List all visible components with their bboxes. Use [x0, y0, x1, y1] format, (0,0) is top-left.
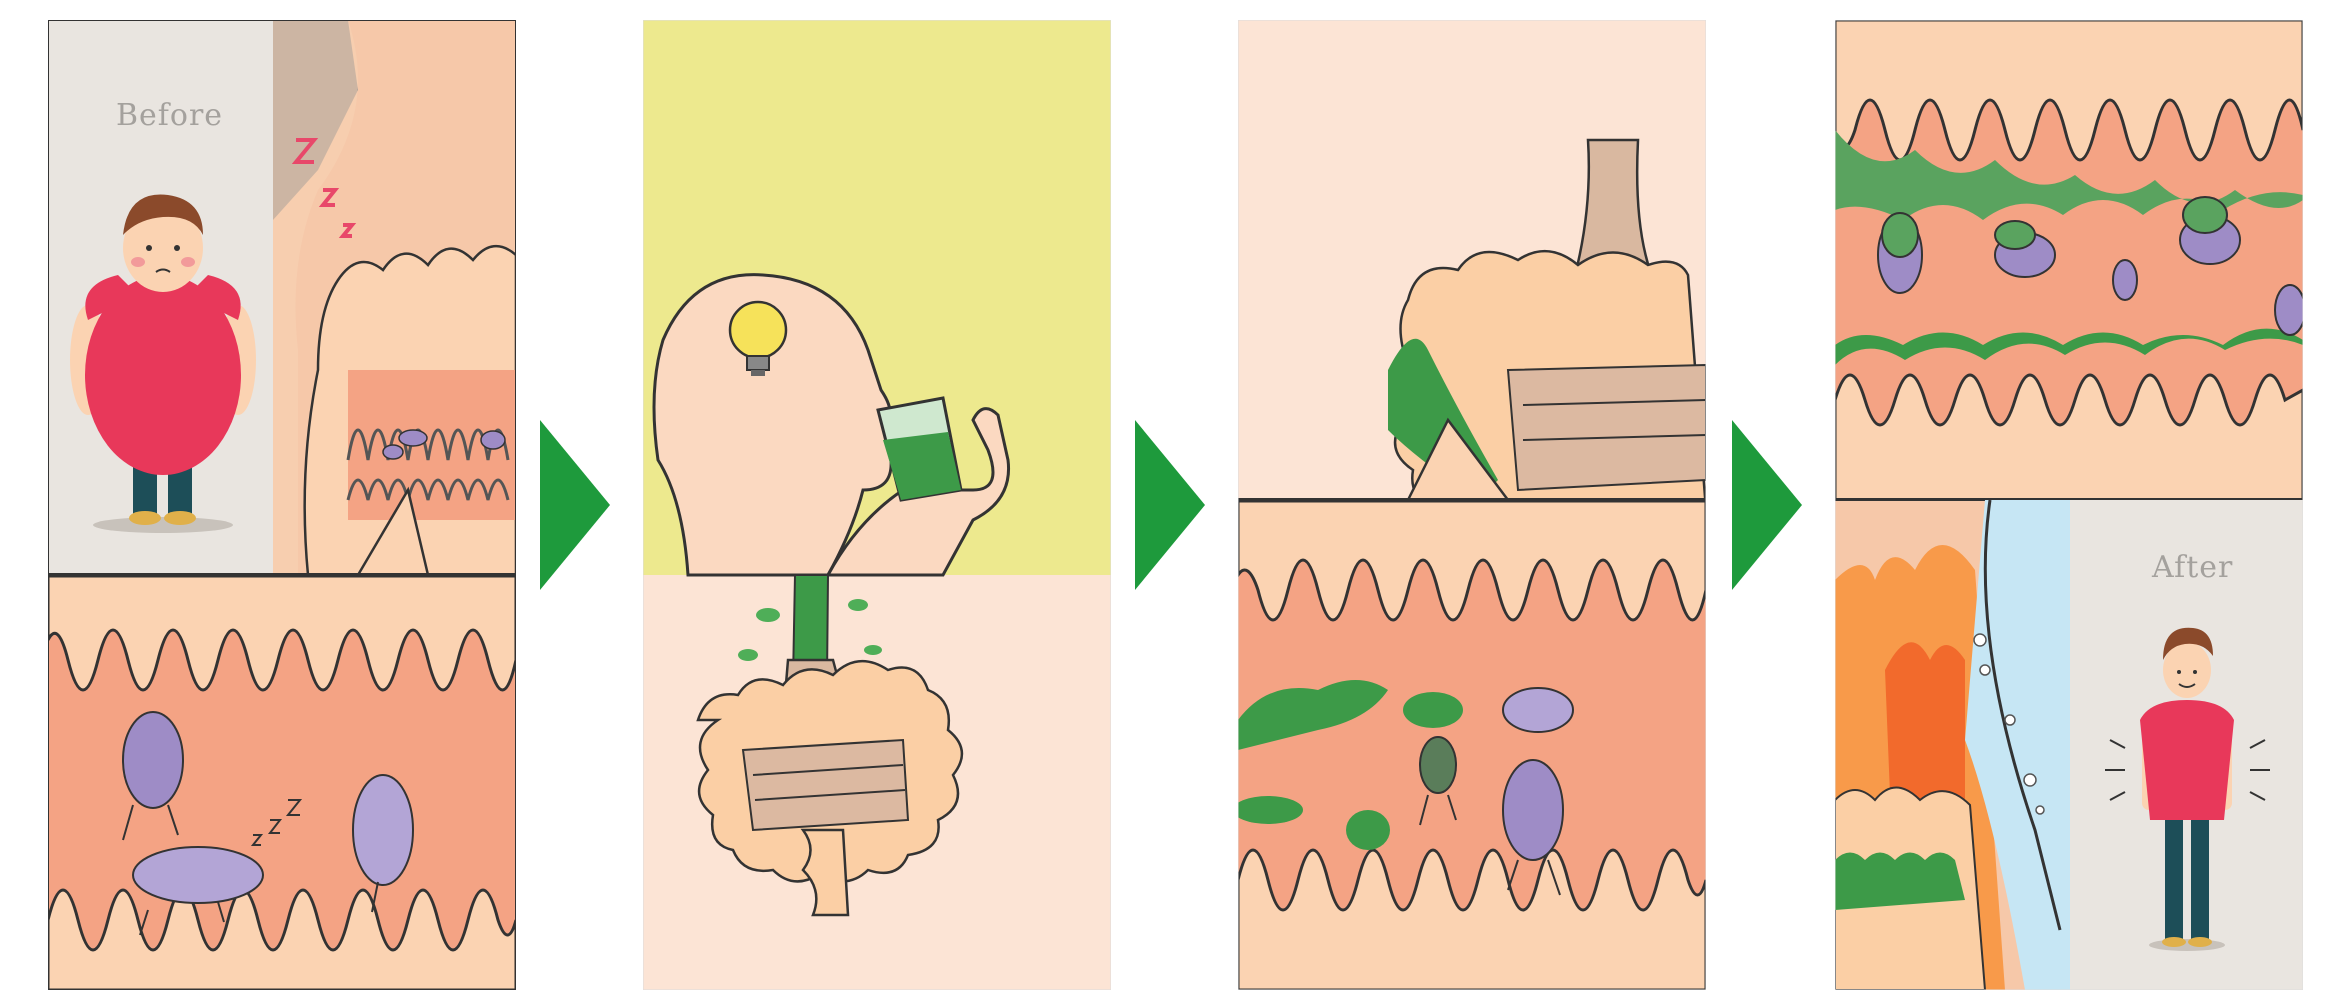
after-panel: After [1835, 20, 2303, 990]
overweight-person [70, 194, 256, 533]
bacteria-icon [2274, 284, 2303, 336]
upper-villi [1238, 499, 1706, 622]
sleep-z-icon [291, 138, 357, 238]
bubbles-icon [1973, 633, 2045, 815]
head-silhouette [652, 273, 893, 577]
lower-villi [48, 888, 516, 990]
probiotic-bacteria-icon [1881, 212, 1919, 258]
probiotic-splash [1238, 680, 1463, 850]
red-shirt [85, 275, 241, 475]
drinking-illustration [643, 20, 1111, 990]
vitality-lines-icon [2105, 739, 2270, 801]
lightbulb-icon [728, 300, 788, 376]
next-step-arrow-icon [1135, 420, 1205, 590]
next-step-arrow-icon [1732, 420, 1802, 590]
bacteria-icon [2112, 259, 2138, 301]
liquid-splash [738, 599, 882, 661]
drinking-panel [643, 20, 1111, 990]
probiotic-coating-top [1835, 130, 2303, 220]
after-label: After [2152, 550, 2234, 585]
bacteria-icon [1502, 687, 1574, 733]
upper-villi [48, 574, 516, 692]
after-illustration [1835, 20, 2303, 990]
healthy-person [2140, 627, 2234, 951]
bacteria-icon [1502, 759, 1564, 861]
face [2163, 642, 2211, 698]
before-label: Before [116, 98, 224, 133]
before-panel: Before [48, 20, 516, 990]
face [123, 204, 203, 292]
before-illustration [48, 20, 516, 990]
probiotic-coating-bottom [1835, 328, 2303, 365]
sleeping-bacteria-group [122, 711, 414, 936]
probiotic-bacteria-icon [2182, 196, 2228, 234]
villi-small [346, 428, 510, 461]
probiotic-bacteria-icon [1419, 736, 1457, 794]
probiotics-arrive-panel [1238, 20, 1706, 990]
probiotic-drink-icon [876, 396, 963, 502]
lower-villi [1835, 373, 2303, 502]
probiotic-bacteria-icon [1994, 220, 2036, 250]
upper-villi [1835, 20, 2303, 162]
bacteria-group [1419, 687, 1574, 896]
bacteria-icon [352, 774, 414, 886]
probiotics-arrive-illustration [1238, 20, 1706, 990]
bacteria-fight-group [1877, 196, 2303, 336]
bacteria-icon [382, 444, 404, 460]
bacteria-icon [480, 430, 506, 450]
next-step-arrow-icon [540, 420, 610, 590]
bacteria-icon [122, 711, 184, 809]
bacteria-icon [398, 429, 428, 447]
lower-villi [1238, 848, 1706, 990]
bacteria-icon [132, 846, 264, 904]
red-shirt [2140, 700, 2234, 820]
sleep-z-icon [250, 799, 303, 846]
